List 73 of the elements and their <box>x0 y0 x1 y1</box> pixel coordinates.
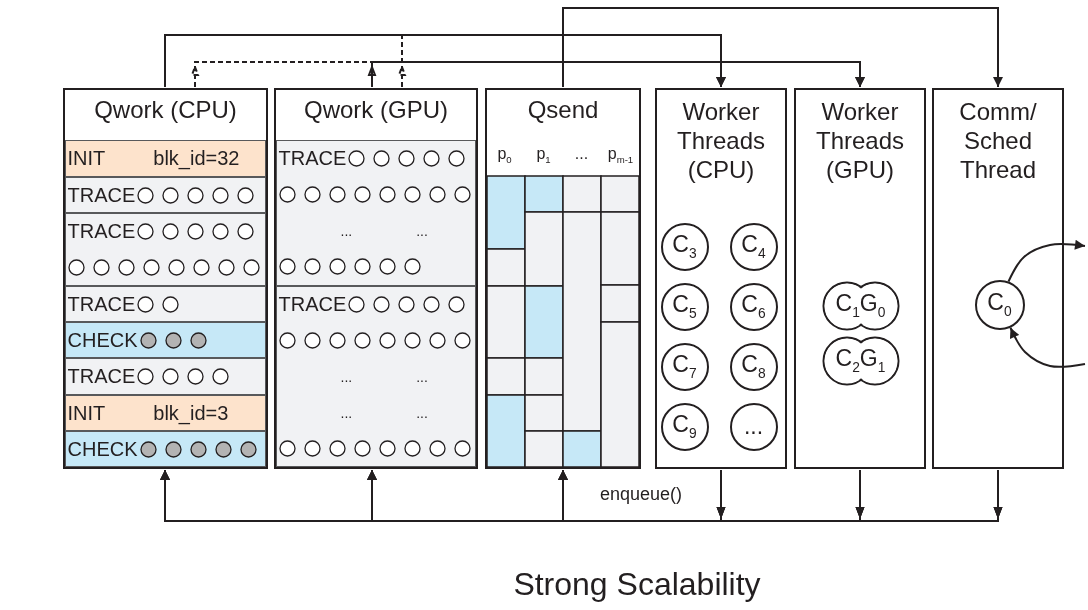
task-detail: blk_id=3 <box>153 402 229 425</box>
thread-panel <box>794 88 926 469</box>
arrow <box>191 61 865 88</box>
task-type-label: CHECK <box>67 438 138 461</box>
task-entry <box>64 285 266 322</box>
arrow <box>1009 326 1086 368</box>
thread-pair-shape <box>821 335 900 386</box>
arrow <box>398 34 726 88</box>
panel-heading: Qwork (GPU) <box>303 96 449 125</box>
thread-circle <box>660 402 709 451</box>
thread-label: C$_{7}$ <box>672 352 697 381</box>
task-type-label: TRACE <box>67 220 136 243</box>
column-label: p$_{m-1}$ <box>607 145 634 166</box>
panel-heading: Qwork (CPU) <box>93 96 238 125</box>
queue-panel <box>274 88 478 469</box>
task-type-label: TRACE <box>67 184 136 207</box>
column-label: ... <box>574 145 589 163</box>
task-detail: ... <box>416 404 428 421</box>
task-detail: ... <box>416 368 428 385</box>
thread-circle <box>660 222 709 271</box>
task-entry <box>64 394 266 431</box>
thread-label: C$_{3}$ <box>672 232 697 261</box>
thread-circle <box>660 282 709 331</box>
task-type-label: TRACE <box>67 365 136 388</box>
task-detail: ... <box>340 222 353 239</box>
task-detail: ... <box>340 404 353 421</box>
panel-heading: Qsend <box>526 96 600 125</box>
column-label: p$_{0}$ <box>497 145 512 166</box>
thread-circle <box>729 222 778 271</box>
task-type-label: TRACE <box>278 293 347 316</box>
arrow <box>558 469 1002 522</box>
thread-label: C$_{9}$ <box>672 412 697 441</box>
column-label: p$_{1}$ <box>536 145 551 166</box>
task-type-label: CHECK <box>67 329 138 352</box>
thread-label: C$_{1}$G$_{0}$ <box>835 291 886 320</box>
task-detail: ... <box>416 222 428 239</box>
thread-circle <box>729 282 778 331</box>
panel-heading: Worker Threads (GPU) <box>814 98 905 185</box>
task-entry <box>275 139 476 286</box>
task-entry <box>64 321 266 358</box>
thread-label: C$_{0}$ <box>987 290 1012 319</box>
thread-label: C$_{6}$ <box>741 292 766 321</box>
thread-label: C$_{2}$G$_{1}$ <box>835 346 886 375</box>
thread-circle <box>660 342 709 391</box>
queue-panel <box>63 88 268 469</box>
thread-circle <box>974 279 1025 330</box>
task-entry <box>64 212 266 286</box>
task-entry <box>64 139 266 177</box>
thread-pair-shape <box>821 280 900 331</box>
task-entry <box>64 357 266 395</box>
task-detail: blk_id=32 <box>153 147 240 170</box>
queue-panel <box>485 88 641 469</box>
thread-panel <box>655 88 787 469</box>
thread-label: ... <box>743 415 764 438</box>
task-type-label: TRACE <box>67 293 136 316</box>
thread-label: C$_{5}$ <box>672 292 697 321</box>
thread-label: C$_{8}$ <box>741 352 766 381</box>
thread-circle <box>729 402 778 451</box>
arrow <box>1007 239 1086 283</box>
thread-circle <box>729 342 778 391</box>
task-entry <box>64 430 266 467</box>
task-type-label: INIT <box>67 147 106 170</box>
arrow <box>562 7 1003 88</box>
task-entry <box>64 176 266 213</box>
thread-panel <box>932 88 1064 469</box>
task-entry <box>275 285 476 467</box>
caption: Strong Scalability <box>512 566 762 603</box>
task-type-label: TRACE <box>278 147 347 170</box>
task-type-label: INIT <box>67 402 106 425</box>
panel-heading: Comm/ Sched Thread <box>958 98 1038 185</box>
panel-heading: Worker Threads (CPU) <box>675 98 766 185</box>
thread-label: C$_{4}$ <box>741 232 766 261</box>
task-detail: ... <box>340 368 353 385</box>
